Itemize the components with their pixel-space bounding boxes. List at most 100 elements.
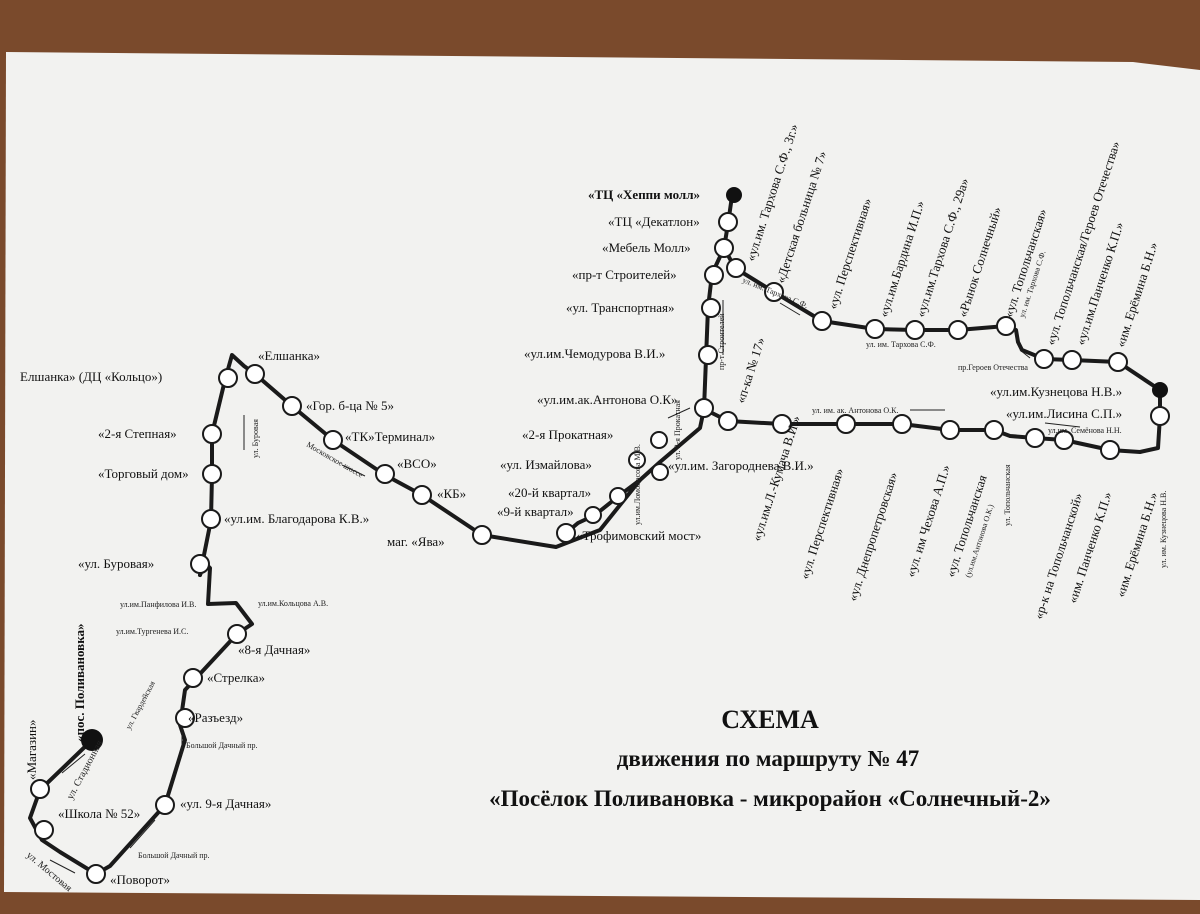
stop-eremina-bot bbox=[1100, 440, 1120, 460]
label-transportnaya: «ул. Транспортная» bbox=[566, 300, 675, 315]
label-izmaylova: «ул. Измайлова» bbox=[500, 457, 592, 472]
title-line1: СХЕМА bbox=[721, 705, 819, 734]
stop-heppi bbox=[726, 187, 742, 203]
label-mebel: «Мебель Молл» bbox=[602, 240, 691, 255]
stop-kb bbox=[412, 485, 432, 505]
label-elshanka-dc: Елшанка» (ДЦ «Кольцо») bbox=[20, 369, 162, 384]
label-yava: маг. «Ява» bbox=[387, 534, 445, 549]
street-bolshoi-dachny2: Большой Дачный пр. bbox=[138, 851, 210, 860]
stop-prokatnaya2 bbox=[650, 431, 668, 449]
stop-poselok bbox=[81, 729, 103, 751]
stop-torgovyi bbox=[202, 464, 222, 484]
stop-perspektivnaya-top bbox=[812, 311, 832, 331]
street-bolshoi-dachny1: Большой Дачный пр. bbox=[186, 741, 258, 750]
label-kb: «КБ» bbox=[437, 486, 466, 501]
street-geroev: пр.Героев Отечества bbox=[958, 363, 1028, 372]
stop-chehova bbox=[940, 420, 960, 440]
stop-povorot bbox=[86, 864, 106, 884]
street-tarhova2: ул. им. Тархова С.Ф. bbox=[866, 340, 936, 349]
label-kvartal9: «9-й квартал» bbox=[497, 504, 574, 519]
stop-chemodurova bbox=[698, 345, 718, 365]
stop-topolchanskaya-top bbox=[996, 316, 1016, 336]
label-stepnaya2: «2-я Степная» bbox=[98, 426, 177, 441]
label-stroiteley: «пр-т Строителей» bbox=[572, 267, 677, 282]
label-trofimovsky: «Трофимовский мост» bbox=[576, 528, 701, 543]
stop-tarhova29a bbox=[905, 320, 925, 340]
label-kuznetsova: «ул.им.Кузнецова Н.В.» bbox=[990, 384, 1122, 399]
label-zagorodneva: «ул.им. Загороднева В.И.» bbox=[668, 458, 814, 473]
stop-dekatlon bbox=[718, 212, 738, 232]
stop-dnepropetrovskaya bbox=[892, 414, 912, 434]
label-dachnaya8: «8-я Дачная» bbox=[238, 642, 310, 657]
stop-antonova bbox=[694, 398, 714, 418]
stop-panchenko-top bbox=[1062, 350, 1082, 370]
stop-topolchanskaya-bot bbox=[984, 420, 1004, 440]
label-prokatnaya2: «2-я Прокатная» bbox=[522, 427, 613, 442]
stop-topol-geroev bbox=[1034, 349, 1054, 369]
label-chemodurova: «ул.им.Чемодурова В.И.» bbox=[524, 346, 665, 361]
label-magazin: «Магазин» bbox=[24, 720, 39, 780]
stop-ul9dachnaya bbox=[155, 795, 175, 815]
stop-blagodarova bbox=[201, 509, 221, 529]
street-koltsova: ул.им.Кольцова А.В. bbox=[258, 599, 328, 608]
title-line3: «Посёлок Поливановка - микрорайон «Солне… bbox=[489, 786, 1051, 811]
stop-stepnaya2 bbox=[202, 424, 222, 444]
stop-rynok bbox=[948, 320, 968, 340]
street-semenova: ул.им. Семёнова Н.Н. bbox=[1048, 426, 1122, 435]
label-ul9dachnaya: «ул. 9-я Дачная» bbox=[180, 796, 271, 811]
stop-stroiteley bbox=[704, 265, 724, 285]
stop-transportnaya bbox=[701, 298, 721, 318]
label-lisina: «ул.им.Лисина С.П.» bbox=[1006, 406, 1122, 421]
label-antonova: «ул.им.ак.Антонова О.К» bbox=[537, 392, 678, 407]
stop-trofimovsky bbox=[556, 523, 576, 543]
street-panfilova: ул.им.Панфилова И.В. bbox=[120, 600, 196, 609]
stop-panchenko-bot bbox=[1054, 430, 1074, 450]
label-povorot: «Поворот» bbox=[110, 872, 170, 887]
stop-mebel bbox=[714, 238, 734, 258]
stop-dachnaya8 bbox=[227, 624, 247, 644]
street-burovaya: ул. Буровая bbox=[251, 419, 260, 458]
stop-tarhova3g bbox=[726, 258, 746, 278]
street-turgeneva: ул.им.Тургенева И.С. bbox=[116, 627, 188, 636]
label-shkola52: «Школа № 52» bbox=[58, 806, 140, 821]
stop-kvartal20 bbox=[609, 487, 627, 505]
label-dekatlon: «ТЦ «Декатлон» bbox=[608, 214, 700, 229]
stops bbox=[30, 187, 1170, 884]
label-razezd: «Разъезд» bbox=[188, 710, 243, 725]
stop-perspektivnaya-bot bbox=[836, 414, 856, 434]
label-torgovyi: «Торговый дом» bbox=[98, 466, 189, 481]
stop-kvartal9 bbox=[584, 506, 602, 524]
stop-kuznetsova bbox=[1150, 406, 1170, 426]
stop-razezd bbox=[175, 708, 195, 728]
street-arrows bbox=[49, 300, 1081, 874]
label-kvartal20: «20-й квартал» bbox=[508, 485, 591, 500]
stop-vso bbox=[375, 464, 395, 484]
stop-rk-topol bbox=[1025, 428, 1045, 448]
street-topolchanskaya: ул. Топольчанская bbox=[1003, 464, 1012, 526]
label-strelka: «Стрелка» bbox=[207, 670, 265, 685]
stop-pka17 bbox=[718, 411, 738, 431]
label-tk-terminal: «ТК»Терминал» bbox=[345, 429, 435, 444]
street-lomonosova: ул.им.Ломоносова М.В. bbox=[633, 444, 642, 525]
stop-bardina bbox=[865, 319, 885, 339]
stop-shkola52 bbox=[34, 820, 54, 840]
stop-kumacha bbox=[772, 414, 792, 434]
stop-yava bbox=[472, 525, 492, 545]
stop-zagorodneva bbox=[651, 463, 669, 481]
stop-elshanka-dc bbox=[218, 368, 238, 388]
map-title: СХЕМА движения по маршруту № 47 «Посёлок… bbox=[489, 705, 1051, 811]
stop-gorbol5 bbox=[282, 396, 302, 416]
label-gorbol5: «Гор. б-ца № 5» bbox=[306, 398, 394, 413]
label-vso: «ВСО» bbox=[397, 456, 437, 471]
stop-detbol7 bbox=[764, 282, 784, 302]
paper-sheet bbox=[4, 52, 1200, 900]
label-heppi: «ТЦ «Хеппи молл» bbox=[588, 187, 700, 202]
title-line2: движения по маршруту № 47 bbox=[617, 746, 919, 771]
stop-eremina-top bbox=[1108, 352, 1128, 372]
stop-kuznetsova-terminal bbox=[1152, 382, 1168, 398]
label-poselok: «пос. Поливановка» bbox=[72, 624, 87, 743]
street-prokatnaya-small: ул. 2-я Прокатная bbox=[673, 400, 682, 460]
label-burovaya: «ул. Буровая» bbox=[78, 556, 154, 571]
stop-magazin bbox=[30, 779, 50, 799]
